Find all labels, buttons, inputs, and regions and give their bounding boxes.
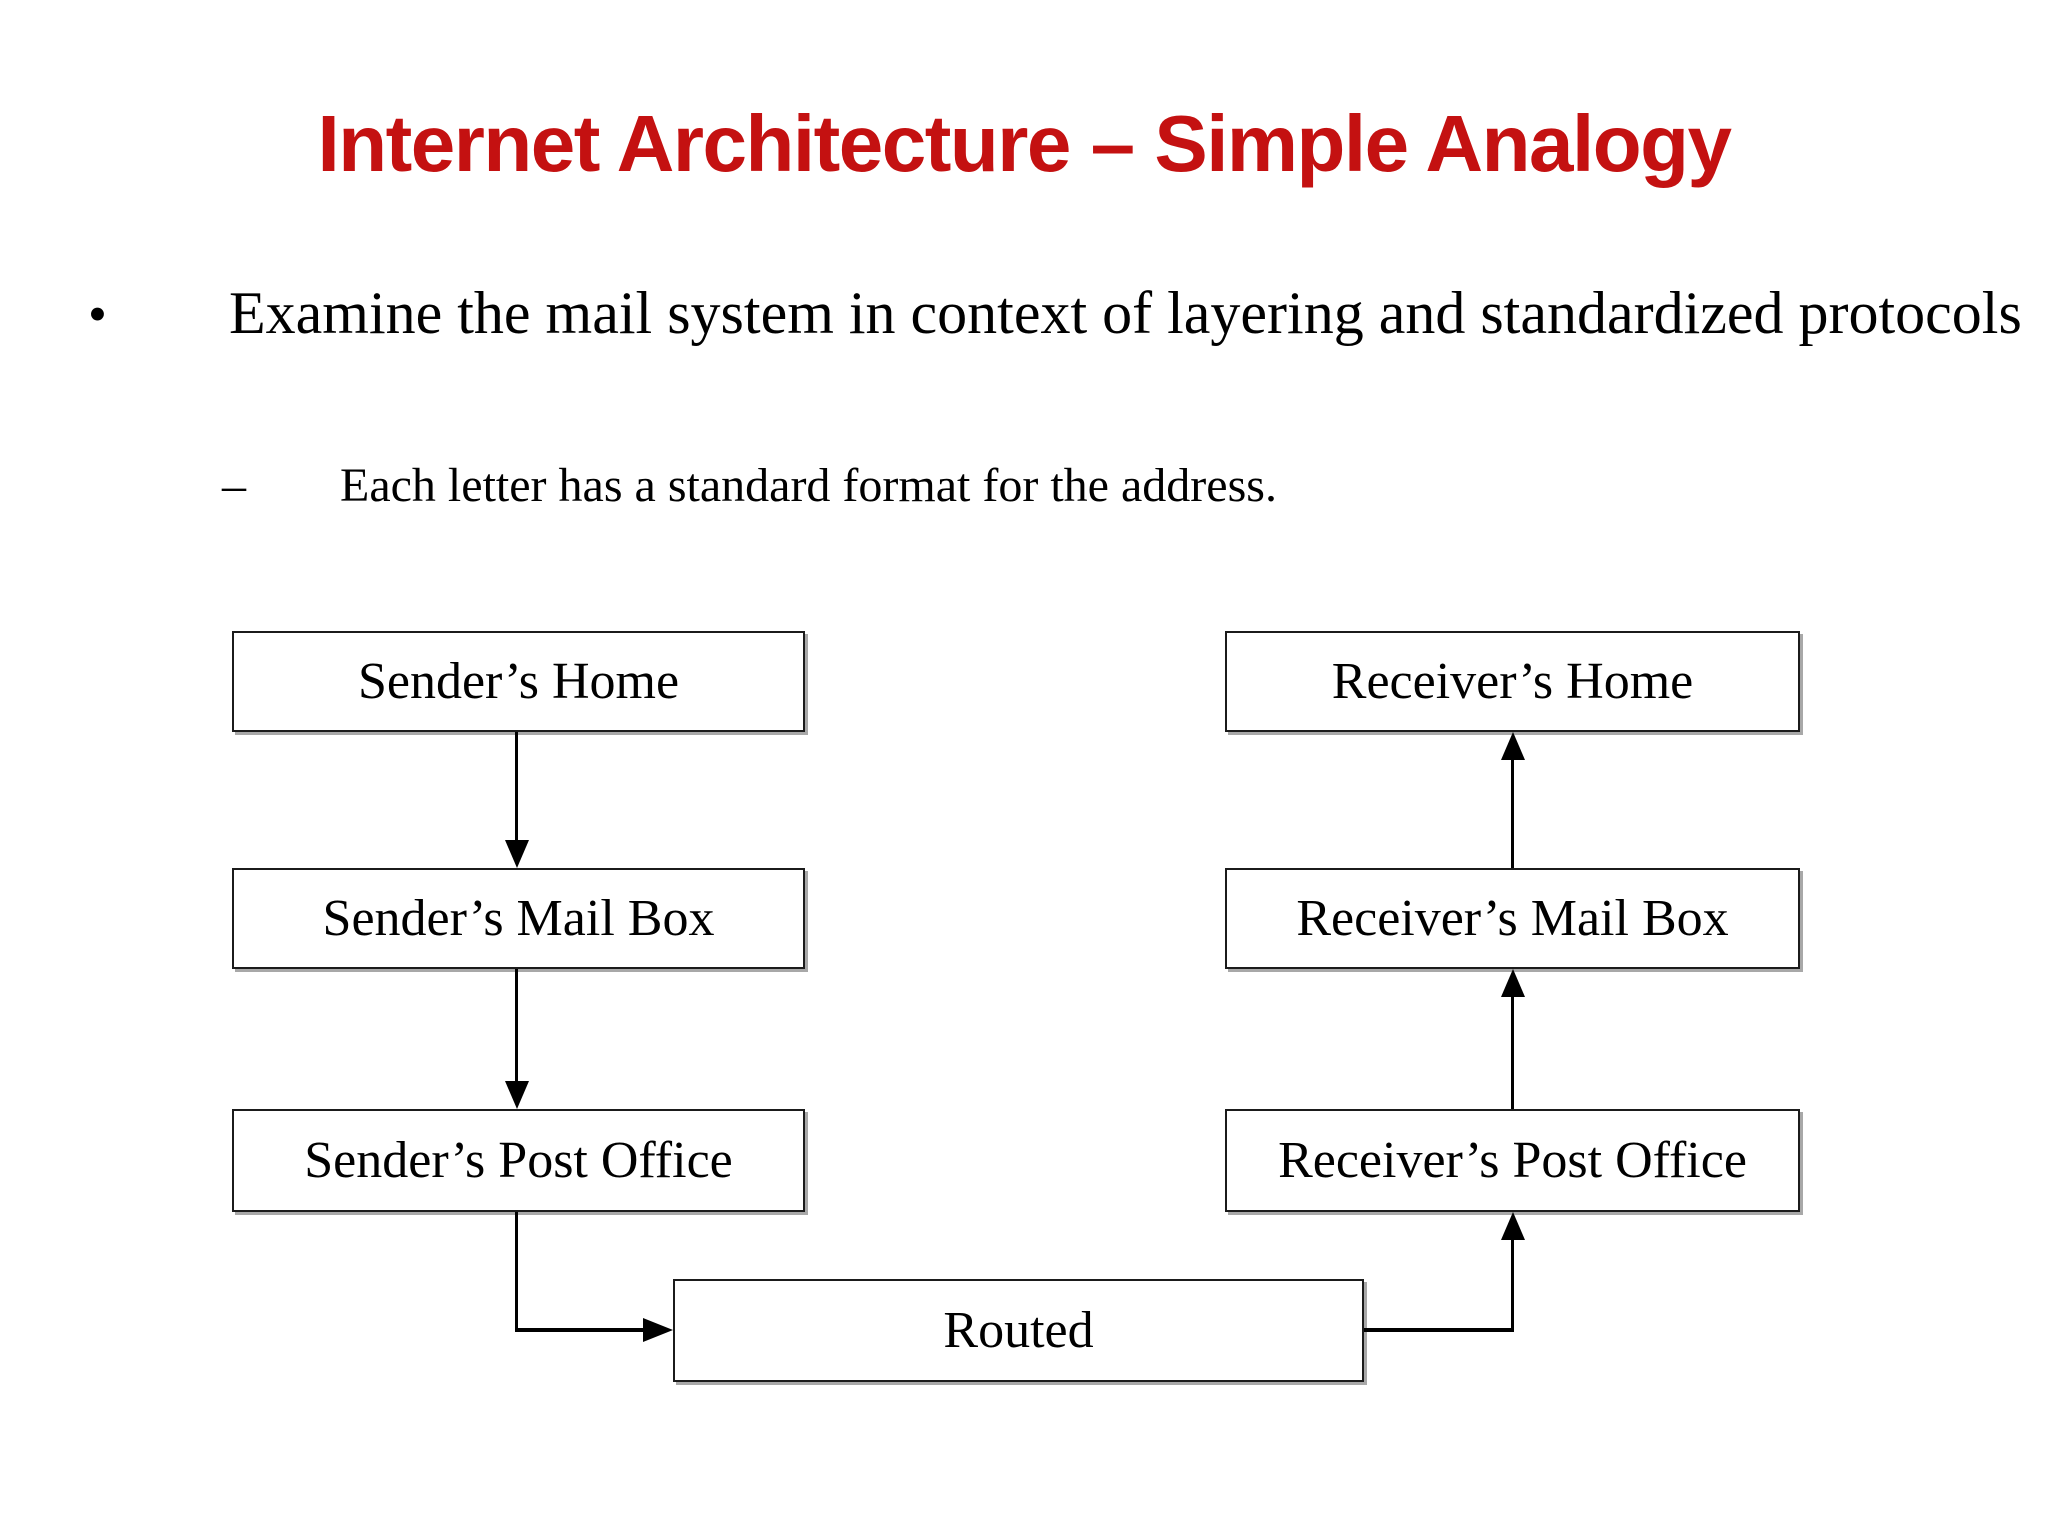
arrowhead-right-routed	[643, 1318, 673, 1342]
box-receivers-home: Receiver’s Home	[1225, 631, 1800, 732]
box-senders-home: Sender’s Home	[232, 631, 805, 732]
connector-receivers-post-office-to-mailbox	[1511, 995, 1514, 1109]
box-senders-mailbox: Sender’s Mail Box	[232, 868, 805, 969]
connector-into-routed	[515, 1328, 647, 1332]
connector-receivers-mailbox-to-home	[1511, 758, 1514, 868]
bullet-marker: •	[88, 284, 107, 344]
box-receivers-post-office-label: Receiver’s Post Office	[1278, 1132, 1747, 1189]
box-receivers-home-label: Receiver’s Home	[1331, 653, 1694, 710]
connector-up-receivers-post-office	[1511, 1238, 1514, 1332]
sub-bullet-marker: –	[222, 459, 246, 512]
box-senders-post-office-label: Sender’s Post Office	[304, 1132, 733, 1189]
box-receivers-mailbox: Receiver’s Mail Box	[1225, 868, 1800, 969]
box-receivers-mailbox-label: Receiver’s Mail Box	[1296, 890, 1729, 947]
box-receivers-post-office: Receiver’s Post Office	[1225, 1109, 1800, 1212]
box-routed: Routed	[673, 1279, 1364, 1382]
box-senders-mailbox-label: Sender’s Mail Box	[322, 890, 715, 947]
connector-senders-home-to-mailbox	[515, 732, 518, 842]
connector-senders-mailbox-to-post-office	[515, 969, 518, 1083]
bullet-text: Examine the mail system in context of la…	[229, 280, 2022, 346]
connector-out-of-routed	[1364, 1328, 1514, 1332]
arrowhead-down-senders-post-office	[505, 1081, 529, 1109]
box-routed-label: Routed	[943, 1302, 1094, 1359]
slide-title: Internet Architecture – Simple Analogy	[317, 99, 1732, 188]
arrowhead-up-receivers-post-office	[1501, 1212, 1525, 1240]
arrowhead-up-receivers-home	[1501, 732, 1525, 760]
box-senders-home-label: Sender’s Home	[357, 653, 680, 710]
box-senders-post-office: Sender’s Post Office	[232, 1109, 805, 1212]
connector-senders-post-office-down	[515, 1212, 518, 1332]
sub-bullet-text: Each letter has a standard format for th…	[340, 459, 1277, 512]
arrowhead-down-senders-mailbox	[505, 840, 529, 868]
arrowhead-up-receivers-mailbox	[1501, 969, 1525, 997]
